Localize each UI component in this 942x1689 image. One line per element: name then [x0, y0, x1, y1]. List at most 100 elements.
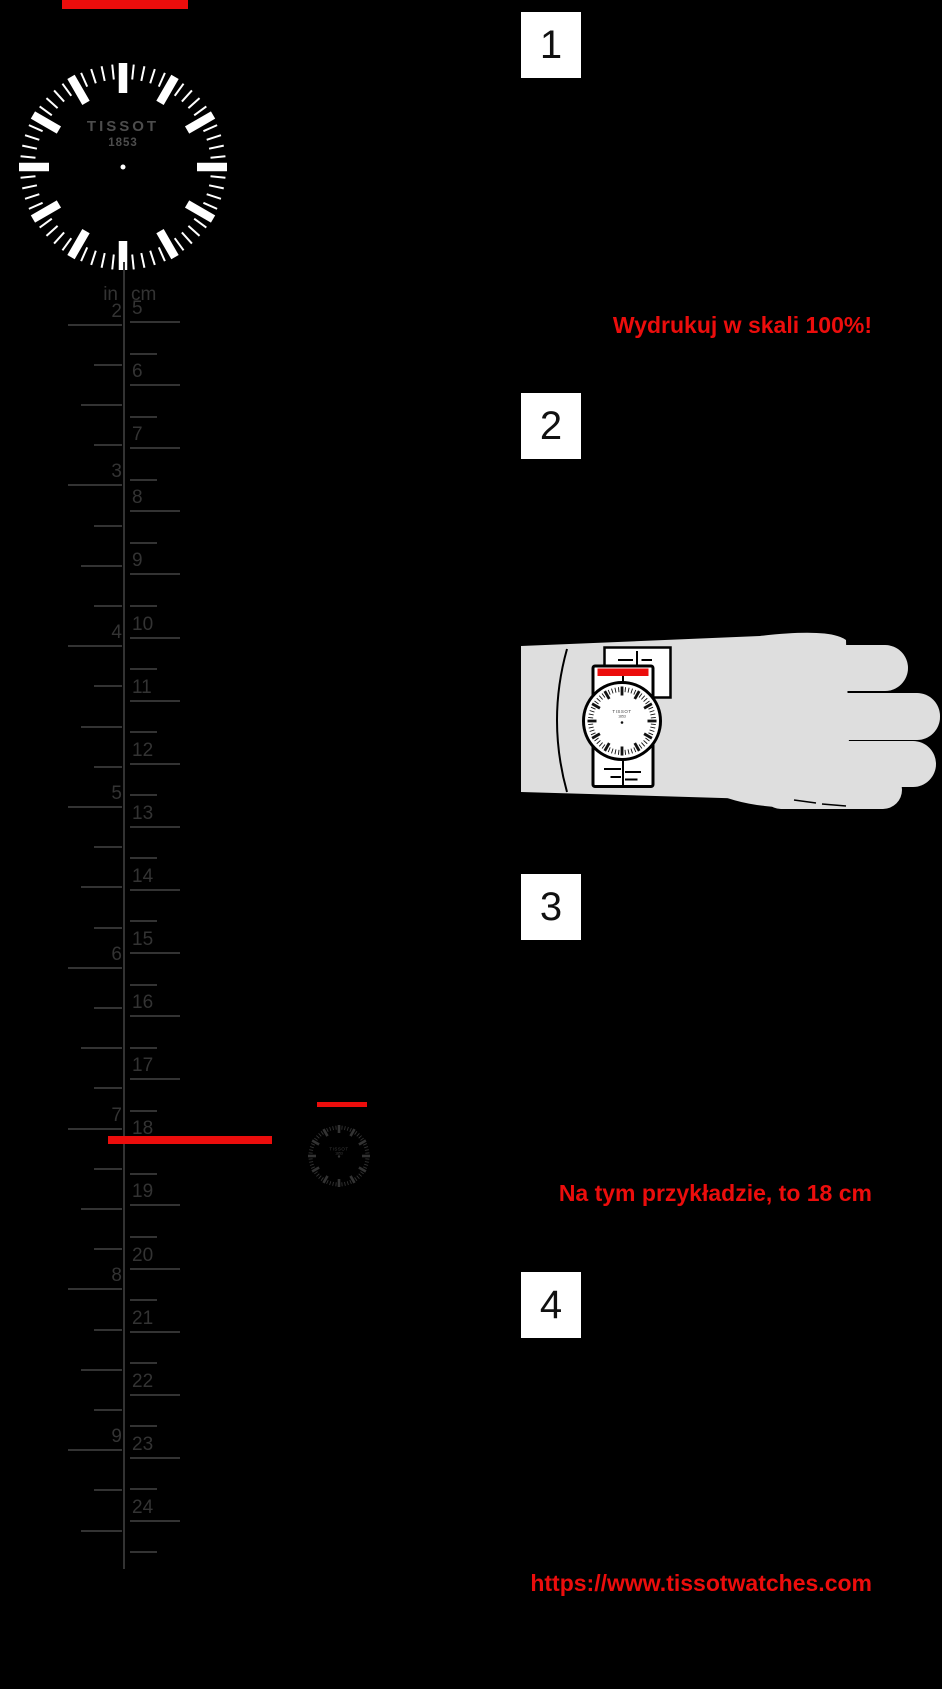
ruler-tick: [94, 524, 122, 527]
ruler-tick: [130, 1109, 157, 1112]
ruler-tick: [130, 888, 180, 891]
ruler-tick: [68, 1127, 122, 1130]
ruler-cm-number: 6: [132, 361, 143, 383]
ruler-tick: [130, 478, 157, 481]
ruler-tick: [130, 952, 180, 954]
small-watch-logo: TISSOT: [329, 1147, 348, 1152]
watch-logo-year: 1853: [108, 137, 138, 149]
ruler-tick: [130, 1046, 157, 1049]
ruler-tick: [94, 1248, 122, 1251]
paper-strip: TISSOT 1853: [582, 646, 672, 788]
ruler-tick: [130, 604, 157, 607]
ruler-tick: [94, 1489, 122, 1492]
ruler-tick: [94, 1408, 122, 1411]
ruler-cm-number: 21: [132, 1307, 154, 1329]
step-4-badge: 4: [521, 1272, 581, 1338]
ruler-tick: [94, 846, 122, 849]
ruler-cm-number: 15: [132, 929, 154, 950]
ruler-cm-number: 14: [132, 865, 154, 887]
ruler-tick: [130, 1078, 180, 1081]
strip-end-red-line: [317, 1102, 367, 1107]
example-measure-note: Na tym przykładzie, to 18 cm: [558, 1180, 872, 1206]
ruler-tick: [81, 1529, 122, 1532]
step-3-badge: 3: [521, 874, 581, 940]
watch-tick-marks: [19, 63, 227, 270]
wrist-illustration: TISSOT 1853: [521, 632, 940, 809]
ruler-unit-inches: in: [103, 284, 118, 305]
ruler-tick: [130, 731, 157, 734]
watch-face-small-printed: TISSOT 1853: [308, 1125, 370, 1187]
ruler-tick: [130, 321, 180, 323]
ruler-tick: [130, 920, 157, 923]
ruler-tick: [130, 1551, 157, 1554]
step-1-badge: 1: [521, 12, 581, 78]
strip-red-mark: [597, 668, 649, 676]
ruler-tick: [68, 323, 122, 326]
ruler-tick: [130, 352, 157, 355]
ruler-tick: [81, 564, 122, 567]
ruler-cm-number: 16: [132, 992, 154, 1014]
ruler-tick: [130, 415, 157, 418]
watch-center-dot: [120, 164, 126, 170]
ruler-tick: [130, 1235, 157, 1238]
ruler-tick: [94, 444, 122, 447]
step-4-number: 4: [539, 1282, 563, 1327]
wrist-crease-line: [556, 648, 568, 793]
ruler-tick: [68, 805, 122, 808]
ruler-tick: [94, 1167, 122, 1170]
website-link[interactable]: https://www.tissotwatches.com: [530, 1570, 872, 1596]
ruler-tick: [81, 1368, 122, 1371]
ruler-cm-number: 17: [132, 1055, 154, 1077]
ruler-cm-number: 13: [132, 802, 154, 824]
ruler-tick: [81, 1047, 122, 1050]
ruler-tick: [130, 1172, 157, 1175]
ruler-in-number: 4: [111, 622, 122, 644]
ruler-cm-number: 11: [132, 676, 152, 698]
ruler-tick: [68, 1288, 122, 1291]
ruler-cm-number: 23: [132, 1433, 154, 1455]
ruler-tick: [94, 1006, 122, 1009]
ruler-in-number: 5: [111, 782, 122, 804]
small-watch-tick-marks: [308, 1125, 370, 1187]
ruler-tick: [130, 1425, 157, 1428]
measured-length-red-line: [108, 1136, 272, 1144]
ruler-cm-number: 24: [132, 1496, 154, 1518]
small-watch-center-dot: [337, 1155, 341, 1158]
ruler-tick: [94, 765, 122, 768]
ruler-tick: [130, 1456, 180, 1459]
strip-watch-year: 1853: [618, 715, 626, 719]
ruler-cm-number: 18: [132, 1118, 154, 1140]
ruler-cm-number: 9: [132, 550, 143, 572]
ruler-tick: [81, 886, 122, 889]
step-3-number: 3: [539, 884, 563, 929]
ruler-cm-number: 10: [132, 613, 154, 635]
ruler-axis-line: [123, 262, 125, 1569]
ruler-tick: [130, 825, 180, 828]
ruler-tick: [94, 926, 122, 929]
ruler-tick: [94, 685, 122, 688]
ruler-unit-cm: cm: [131, 284, 157, 305]
ruler-cm-number: 5: [132, 298, 143, 319]
ruler-tick: [81, 1207, 122, 1210]
ruler-tick: [130, 541, 157, 544]
ruler-tick: [130, 1488, 157, 1491]
ruler-in-number: 8: [111, 1265, 122, 1287]
step-1-number: 1: [539, 22, 563, 67]
ruler-tick: [130, 1299, 157, 1302]
ruler-tick: [94, 1087, 122, 1090]
ruler-cm-number: 12: [132, 739, 154, 761]
watch-logo-text: TISSOT: [87, 118, 159, 135]
ruler-tick: [68, 1449, 122, 1452]
ruler-tick: [130, 573, 180, 576]
ruler-cm-number: 19: [132, 1181, 154, 1203]
step-2-number: 2: [539, 403, 563, 448]
ruler-tick: [130, 1519, 180, 1522]
ruler-cm-number: 22: [132, 1370, 154, 1392]
ruler-tick: [130, 699, 180, 702]
ruler-tick: [130, 1267, 180, 1270]
ruler-cm-number: 8: [132, 487, 143, 509]
ruler-tick: [130, 668, 157, 671]
strip-watch-face: TISSOT 1853: [582, 681, 662, 761]
ruler-tick: [130, 384, 180, 387]
